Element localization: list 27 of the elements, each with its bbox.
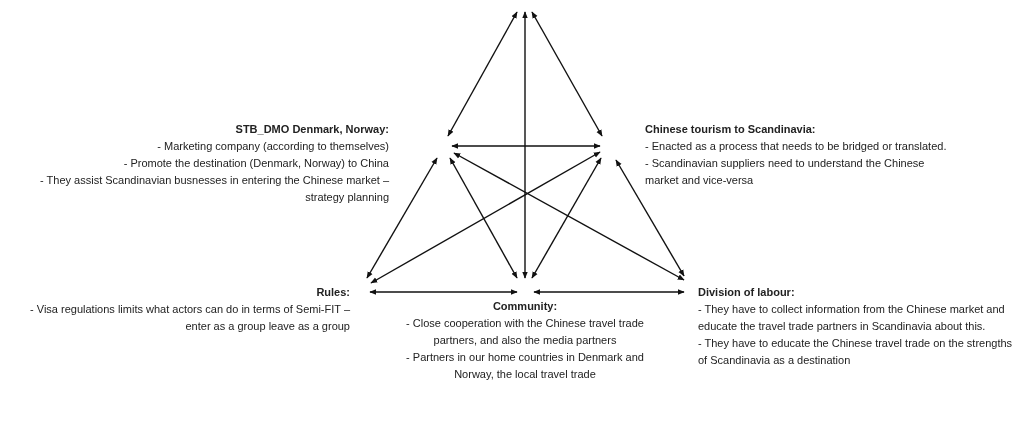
bullet-text: - They assist Scandinavian busnesses in entering the Chinese market – strategy planning [39,173,389,205]
bullet-text: - Marketing company (according to themselves) [156,139,389,154]
bullet-text: - Close cooperation with the Chinese travel trade partners, and also the media partners [405,316,645,348]
section-heading: STB_DMO Denmark, Norway: [234,122,389,137]
double-arrow [531,11,603,137]
bullet-text: - Visa regulations limits what actors can do in terms of Semi-FIT – enter as a group leave as a group [29,302,350,334]
section-heading: Division of labour: [698,285,796,300]
double-arrow [449,157,518,279]
bullet-text: - They have to collect information from the Chinese market and educate the travel trade partners in Scandinavia about this. [698,302,1006,334]
double-arrow [447,11,518,137]
section-heading: Chinese tourism to Scandinavia: [645,122,817,137]
double-arrow [531,157,602,279]
double-arrow [370,151,601,284]
bullet-text: - Partners in our home countries in Denmark and Norway, the local travel trade [405,350,645,382]
double-arrow [366,157,438,279]
double-arrow [453,152,685,281]
bullet-text: - Scandinavian suppliers need to understand the Chinese market and vice-versa [645,156,926,188]
bullet-text: - Promote the destination (Denmark, Norway) to China [122,156,389,171]
bullet-text: - Enacted as a process that needs to be bridged or translated. [645,139,948,154]
double-arrow [522,11,528,279]
section-heading: Community: [491,299,559,314]
section-heading: Rules: [315,285,350,300]
double-arrow [451,143,601,149]
double-arrow [369,289,518,295]
double-arrow [533,289,685,295]
double-arrow [615,159,685,277]
bullet-text: - They have to educate the Chinese travel trade on the strengths of Scandinavia as a destination [698,336,1014,368]
